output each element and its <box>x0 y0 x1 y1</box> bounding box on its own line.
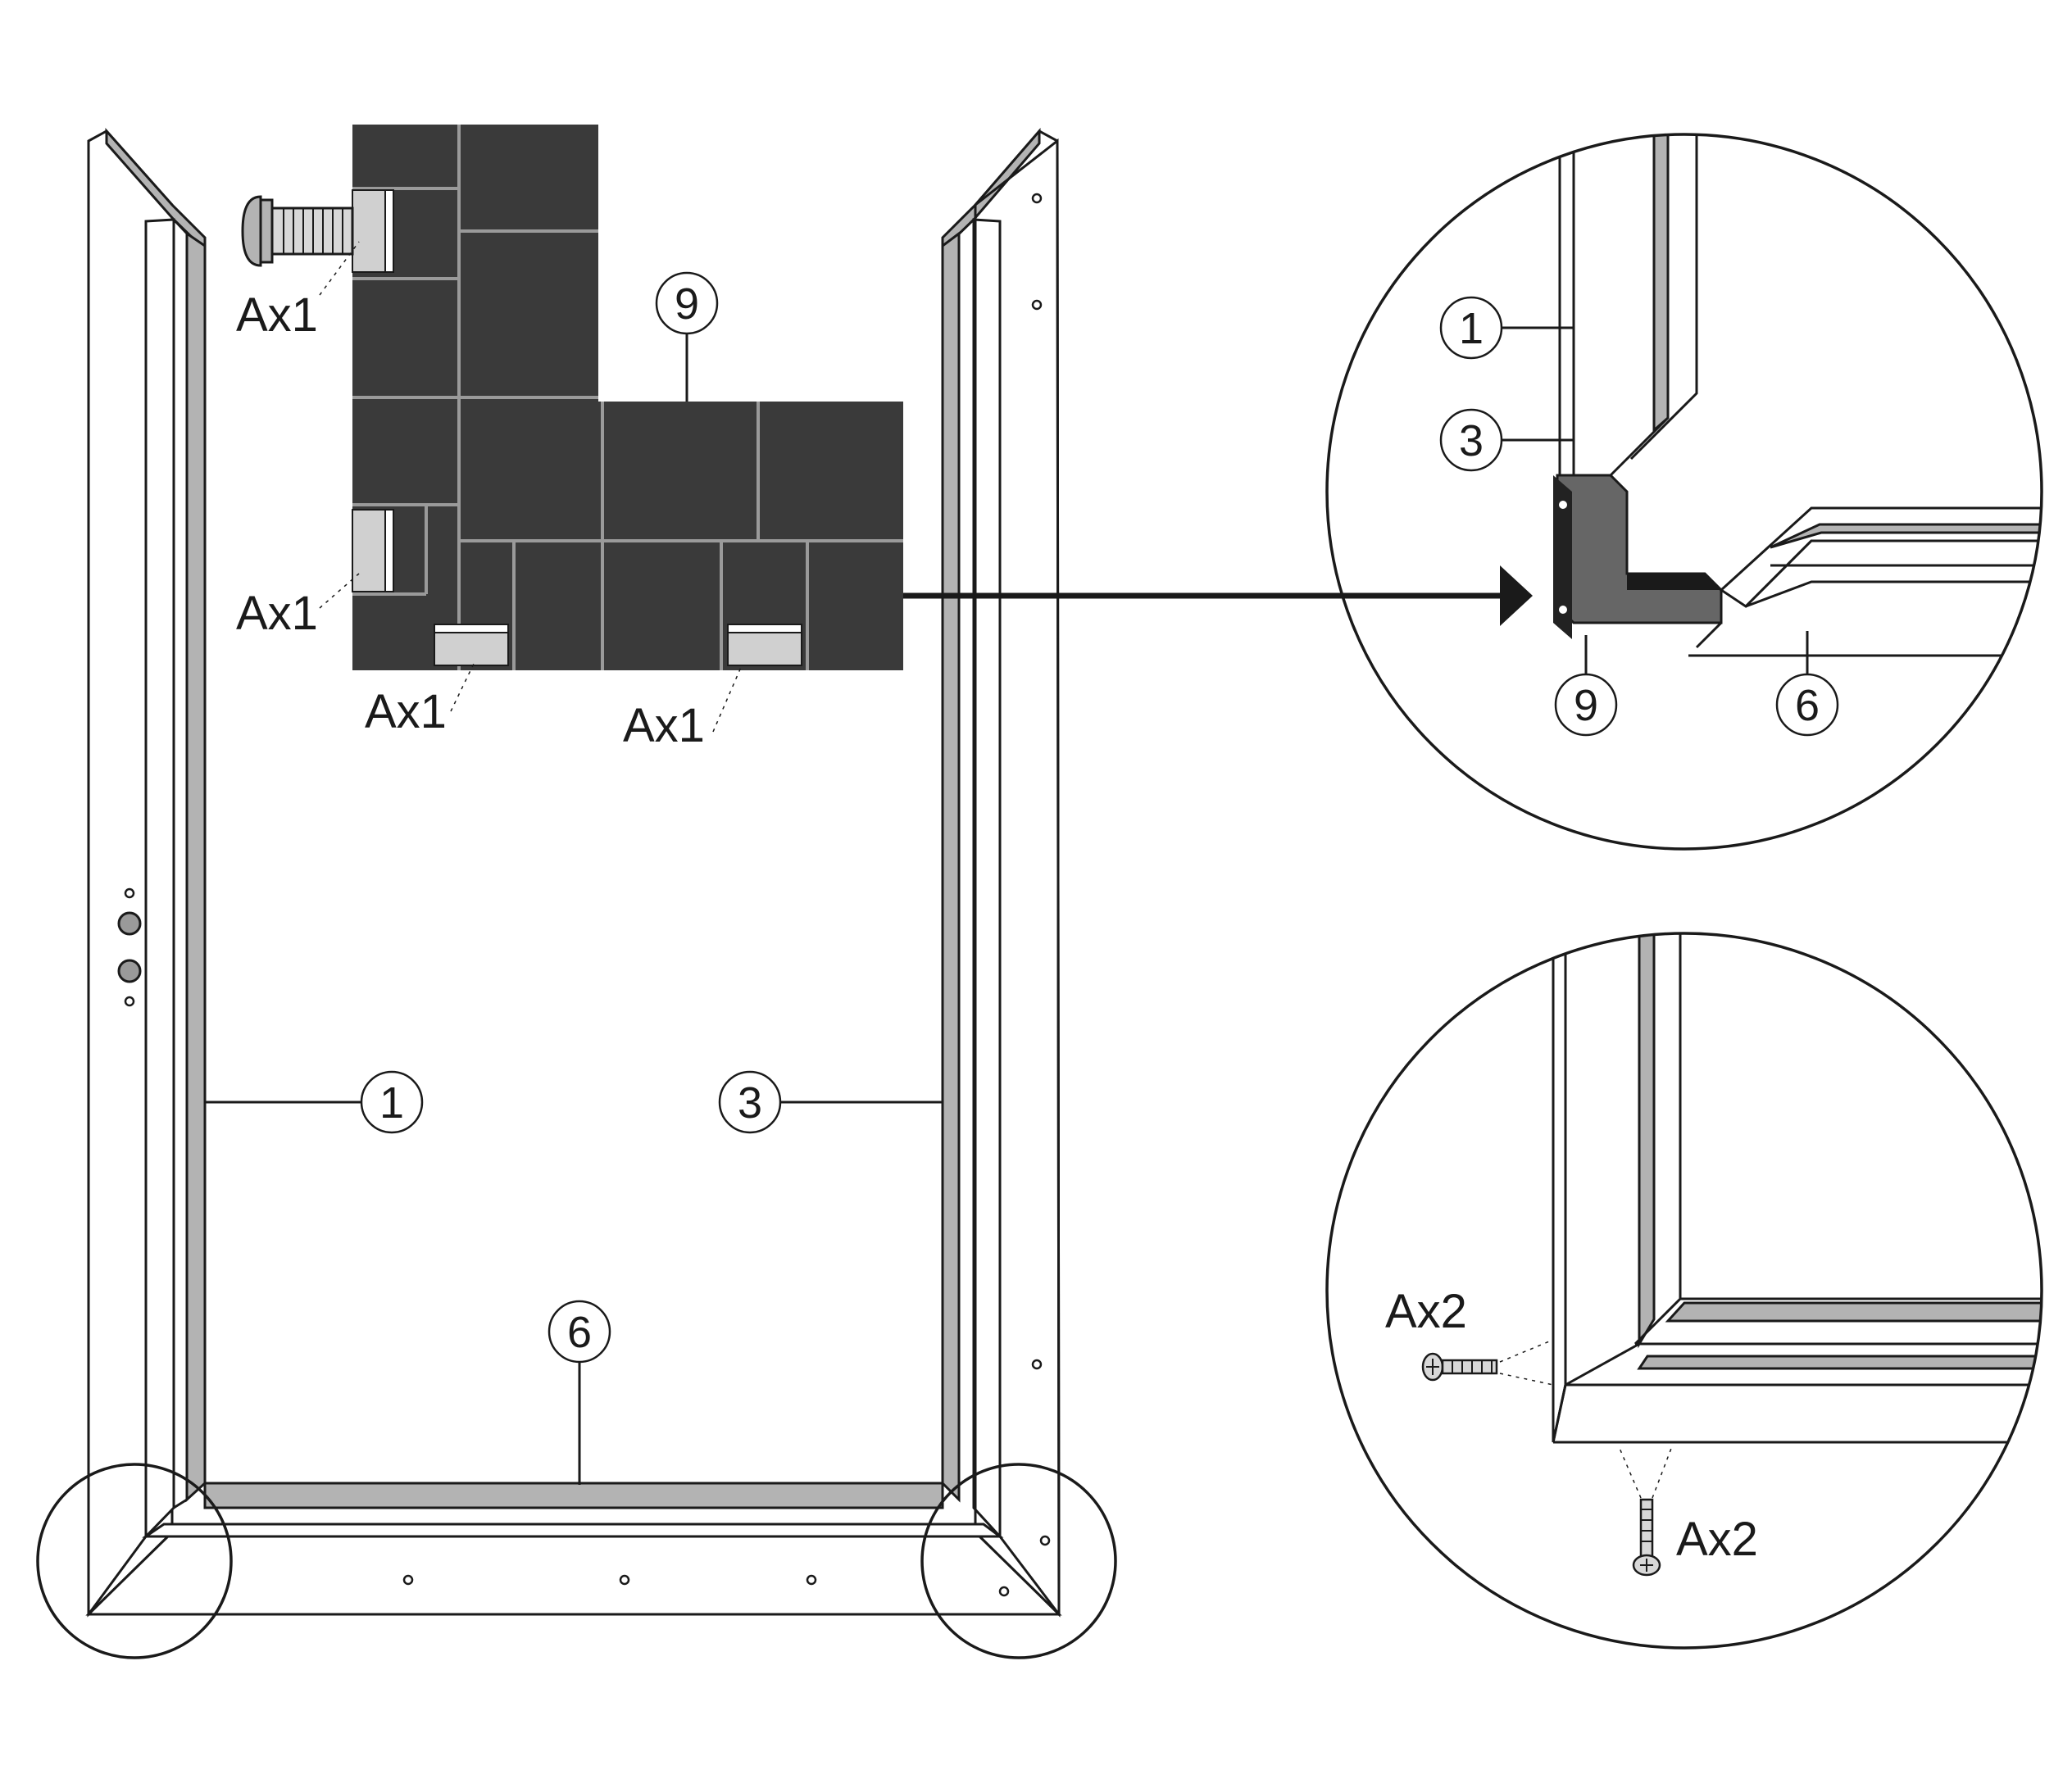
side-panel-right <box>941 127 1061 1618</box>
callout-number-9: 9 <box>675 279 699 329</box>
callout-number-1: 1 <box>379 1078 404 1128</box>
detail-number-6: 6 <box>1795 681 1820 730</box>
hardware-label-ax2-side: Ax2 <box>1385 1285 1467 1338</box>
detail-view-bottom: Ax2 Ax2 <box>1325 932 2043 1650</box>
detail-arrow <box>903 565 1533 626</box>
screw-side <box>1421 1339 1554 1386</box>
detail-marker-right <box>920 1463 1117 1659</box>
cam-holes <box>117 887 142 1007</box>
callout-part-3: 3 <box>718 1070 943 1134</box>
side-panel-left <box>87 128 207 1618</box>
detail-marker-left <box>36 1463 233 1659</box>
detail-view-top: 1 3 9 6 <box>1325 133 2043 851</box>
hardware-label-ax1-1: Ax1 <box>236 288 318 342</box>
detail-callout-9: 9 <box>1554 635 1618 737</box>
bracket-piece-2 <box>352 509 394 592</box>
detail-callout-1: 1 <box>1439 296 1574 360</box>
cam-bolt <box>241 195 354 267</box>
screw-bottom <box>1618 1446 1673 1577</box>
bracket-piece-3 <box>434 624 509 666</box>
bracket-sheet <box>241 125 903 733</box>
detail-number-9: 9 <box>1574 681 1598 730</box>
callout-number-3: 3 <box>738 1078 762 1128</box>
detail-number-3: 3 <box>1459 416 1484 465</box>
bracket-piece-1 <box>352 189 394 273</box>
hardware-label-ax1-2: Ax1 <box>236 587 318 640</box>
hardware-label-ax1-3: Ax1 <box>365 685 447 738</box>
hardware-label-ax2-bottom: Ax2 <box>1676 1513 1758 1566</box>
detail-callout-3: 3 <box>1439 408 1574 472</box>
bottom-panel <box>85 1482 1062 1616</box>
bracket-piece-4 <box>727 624 802 666</box>
screw-holes <box>402 193 1051 1597</box>
callout-part-6: 6 <box>548 1300 611 1485</box>
callout-number-6: 6 <box>567 1308 592 1357</box>
detail-number-1: 1 <box>1459 304 1484 353</box>
hardware-label-ax1-4: Ax1 <box>623 699 705 752</box>
callout-part-9: 9 <box>655 271 719 402</box>
frame-assembly <box>36 127 1117 1659</box>
detail-callout-6: 6 <box>1775 631 1839 737</box>
callout-part-1: 1 <box>205 1070 424 1134</box>
